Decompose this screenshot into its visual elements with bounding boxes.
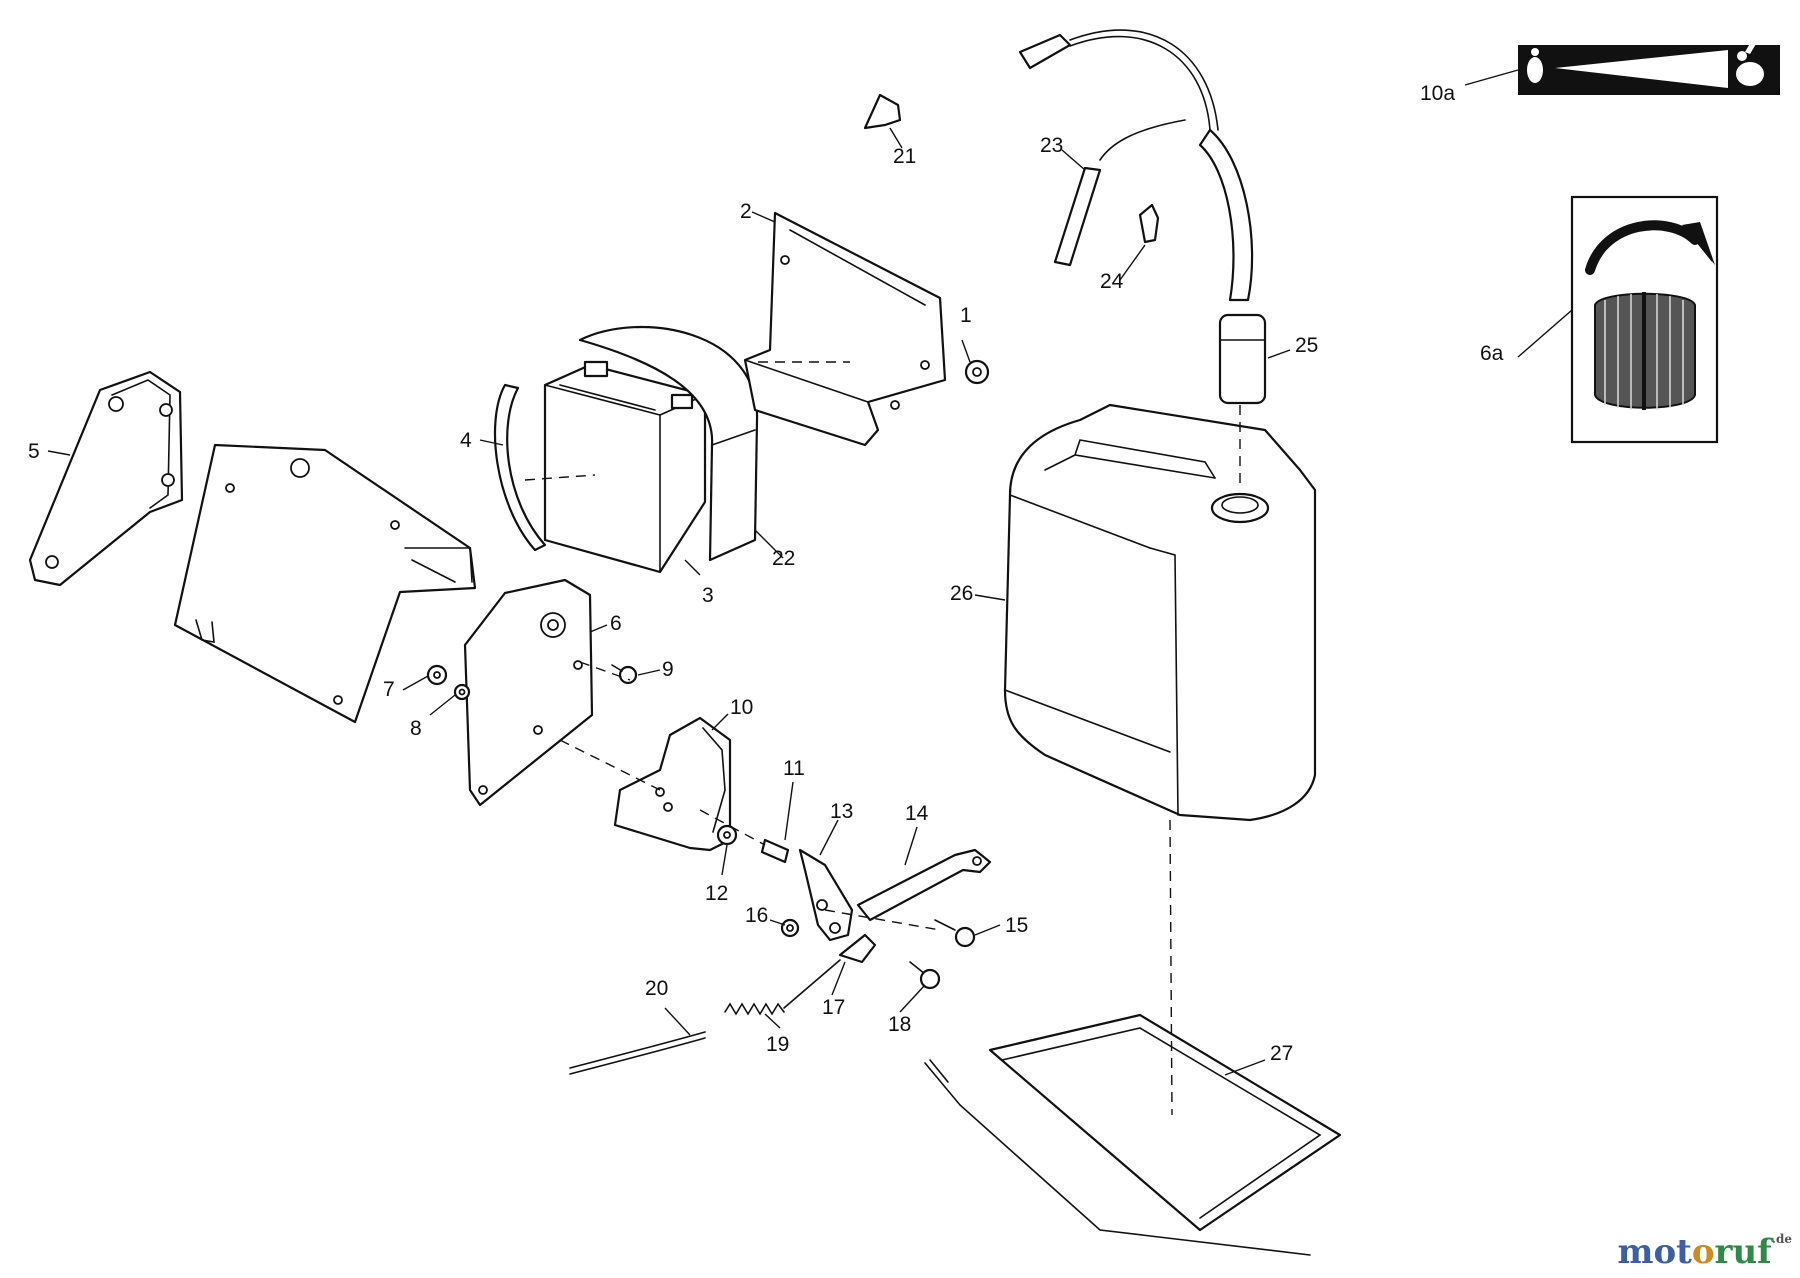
callout-2: 2: [740, 200, 752, 223]
bolt-washer-part: [716, 824, 790, 864]
callout-14: 14: [905, 802, 929, 825]
nut-1-part: [964, 359, 990, 385]
callout-6: 6: [610, 612, 622, 635]
callout-11: 11: [783, 757, 805, 780]
filter-cap-part: [863, 93, 902, 130]
callout-3: 3: [702, 584, 714, 607]
side-bracket-part: [463, 578, 594, 807]
callout-5: 5: [28, 440, 40, 463]
callout-20: 20: [645, 977, 668, 1000]
watermark-part-1: mot: [1617, 1232, 1692, 1272]
callout-12: 12: [705, 882, 728, 905]
rotation-arrow-icon: [1585, 220, 1715, 275]
hinge-bracket-part: [28, 370, 184, 587]
fuel-hose-part: [1018, 29, 1254, 302]
callout-25: 25: [1295, 334, 1318, 357]
lever-segment-part: [613, 716, 732, 852]
hose-fitting-part: [1218, 313, 1267, 405]
callout-6a: 6a: [1480, 342, 1504, 365]
callout-17: 17: [822, 996, 845, 1019]
battery-part: [543, 360, 707, 574]
callout-21: 21: [893, 145, 916, 168]
callout-labels: 1 2 3 4 5 6 7 8 9 10 11 12 13 14 15 16 1…: [28, 82, 1504, 1065]
filter-element-part: [1053, 166, 1102, 267]
callout-7: 7: [383, 678, 395, 701]
small-fasteners-part: [426, 664, 638, 701]
callout-16: 16: [745, 904, 768, 927]
brush-rotation-decal-part: [1570, 195, 1719, 444]
motoruf-watermark: motoruf.de: [1617, 1232, 1792, 1272]
fuel-canister-part: [1003, 403, 1317, 822]
callout-10a: 10a: [1420, 82, 1455, 105]
callout-9: 9: [662, 658, 674, 681]
throttle-lever-part: [856, 848, 992, 922]
watermark-part-2: o: [1691, 1232, 1715, 1272]
leader-lines: [47, 69, 1573, 1076]
linkage-plate-part: [798, 848, 854, 942]
lever-fasteners-part: [780, 918, 976, 990]
mounting-plate-part: [173, 443, 477, 724]
hare-icon: [1736, 40, 1764, 86]
watermark-part-3: ruf: [1714, 1232, 1772, 1272]
callout-13: 13: [830, 800, 853, 823]
callout-19: 19: [766, 1033, 789, 1056]
throttle-decal-part: [1518, 40, 1780, 95]
battery-cover-part: [578, 325, 759, 562]
callout-24: 24: [1100, 270, 1124, 293]
callout-18: 18: [888, 1013, 911, 1036]
battery-strap-part: [493, 383, 547, 552]
callout-15: 15: [1005, 914, 1028, 937]
tortoise-icon: [1527, 48, 1543, 83]
cable-clamp-part: [838, 933, 877, 964]
callout-8: 8: [410, 717, 422, 740]
wing-nut-part: [1138, 203, 1160, 244]
spring-cable-part: [569, 959, 841, 1075]
assembly-lines: [524, 361, 1241, 1116]
watermark-suffix: .de: [1771, 1232, 1792, 1246]
brush-icon: [1594, 292, 1696, 410]
battery-tray-part: [743, 211, 947, 447]
callout-22: 22: [772, 547, 795, 570]
callout-1: 1: [960, 304, 972, 327]
callout-26: 26: [950, 582, 973, 605]
callout-27: 27: [1270, 1042, 1293, 1065]
callout-4: 4: [460, 429, 472, 452]
callout-10: 10: [730, 696, 753, 719]
drip-tray-part: [924, 1013, 1342, 1256]
callout-23: 23: [1040, 134, 1063, 157]
